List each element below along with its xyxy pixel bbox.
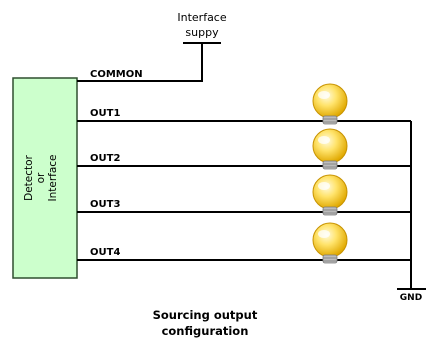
out1-label: OUT1 (90, 108, 120, 119)
detector-label-line2: or (35, 172, 47, 183)
caption-line1: Sourcing output (153, 308, 258, 322)
supply-label-line1: Interface (177, 11, 226, 24)
out3-label: OUT3 (90, 199, 120, 210)
lamp-out4-icon (312, 222, 348, 264)
lamp-out3-icon (312, 174, 348, 216)
detector-box (12, 77, 78, 279)
supply-label-line2: suppy (185, 26, 219, 39)
lamp-out1-icon (312, 83, 348, 125)
lamp-out2-icon (312, 128, 348, 170)
detector-label-line3: Interface (47, 154, 59, 201)
caption-line2: configuration (162, 324, 249, 338)
out2-label: OUT2 (90, 153, 120, 164)
out4-label: OUT4 (90, 247, 120, 258)
ground-label: GND (400, 293, 422, 303)
detector-label-line1: Detector (23, 154, 35, 200)
common-label: COMMON (90, 69, 143, 80)
